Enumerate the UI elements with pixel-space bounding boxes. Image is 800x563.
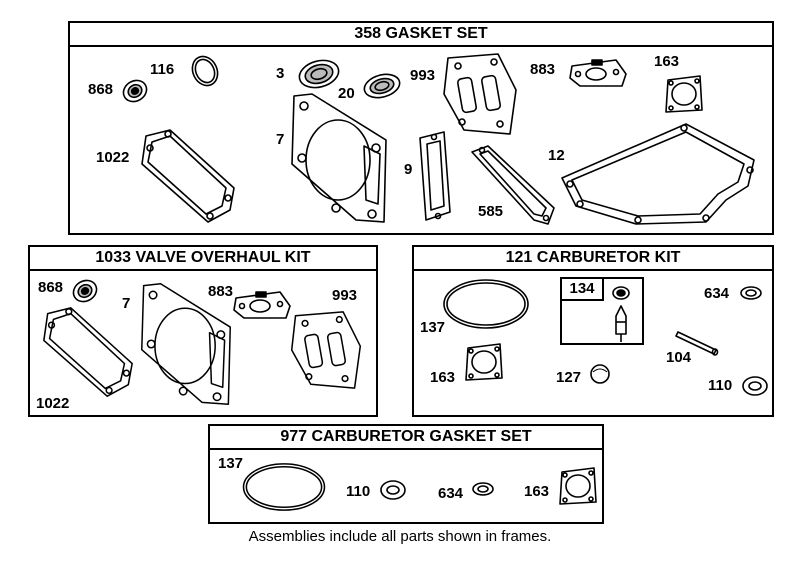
- label-12: 12: [548, 147, 565, 164]
- part-1022-gasket: [141, 129, 235, 223]
- part-993-gasket: [290, 311, 362, 389]
- part-1022-gasket: [43, 307, 133, 397]
- label-993: 993: [410, 67, 436, 84]
- label-7: 7: [276, 131, 285, 148]
- label-868: 868: [38, 279, 64, 296]
- label-3: 3: [276, 65, 285, 82]
- subframe-title: 134: [562, 279, 604, 301]
- part-7-head-gasket: [141, 283, 231, 405]
- label-883: 883: [530, 61, 556, 78]
- label-1022: 1022: [36, 395, 70, 412]
- part-9-gasket: [419, 131, 451, 221]
- part-20-seal: [363, 73, 401, 99]
- label-634: 634: [704, 285, 730, 302]
- label-634: 634: [438, 485, 464, 502]
- label-868: 868: [88, 81, 114, 98]
- footnote: Assemblies include all parts shown in fr…: [248, 528, 552, 545]
- frame-title: 977 CARBURETOR GASKET SET: [210, 426, 602, 450]
- part-163-gasket: [559, 467, 597, 505]
- label-883: 883: [208, 283, 234, 300]
- frame-title: 121 CARBURETOR KIT: [414, 247, 772, 271]
- part-110-washer: [742, 376, 768, 396]
- label-127: 127: [556, 369, 582, 386]
- part-634-washer: [472, 482, 494, 496]
- label-20: 20: [338, 85, 355, 102]
- label-9: 9: [404, 161, 413, 178]
- part-134-needle-seat: [612, 286, 630, 300]
- label-163: 163: [430, 369, 456, 386]
- label-585: 585: [478, 203, 504, 220]
- part-634-washer: [740, 286, 762, 300]
- part-12-crankcase-gasket: [561, 123, 755, 225]
- frame-title: 358 GASKET SET: [70, 23, 772, 47]
- part-868-seal: [72, 279, 98, 303]
- label-1022: 1022: [96, 149, 130, 166]
- label-137: 137: [420, 319, 446, 336]
- part-883-gasket: [569, 59, 627, 87]
- part-163-gasket: [665, 75, 703, 113]
- frame-1033-valve-overhaul-kit: 1033 VALVE OVERHAUL KIT: [28, 245, 378, 417]
- frame-358-gasket-set: 358 GASKET SET: [68, 21, 774, 235]
- part-868-seal: [122, 79, 148, 103]
- label-116: 116: [150, 61, 175, 78]
- subframe-134: 134: [560, 277, 644, 345]
- part-104-pin: [675, 331, 719, 356]
- part-127-plug: [590, 364, 610, 384]
- label-110: 110: [708, 377, 733, 394]
- label-993: 993: [332, 287, 358, 304]
- frame-title: 1033 VALVE OVERHAUL KIT: [30, 247, 376, 271]
- part-137-oring: [443, 279, 529, 329]
- part-3-seal: [298, 59, 340, 89]
- frame-121-carburetor-kit: 121 CARBURETOR KIT: [412, 245, 774, 417]
- part-116-oring: [191, 55, 219, 87]
- label-163: 163: [524, 483, 550, 500]
- part-883-gasket: [233, 291, 291, 319]
- part-993-gasket: [443, 53, 517, 135]
- part-585-gasket: [471, 145, 555, 225]
- label-137: 137: [218, 455, 244, 472]
- label-7: 7: [122, 295, 131, 312]
- label-110: 110: [346, 483, 371, 500]
- part-134-inlet-needle: [615, 305, 627, 342]
- part-110-washer: [380, 480, 406, 500]
- label-104: 104: [666, 349, 692, 366]
- label-163: 163: [654, 53, 680, 70]
- part-7-head-gasket: [291, 93, 387, 223]
- part-163-gasket: [465, 343, 503, 381]
- part-137-oring: [242, 463, 326, 511]
